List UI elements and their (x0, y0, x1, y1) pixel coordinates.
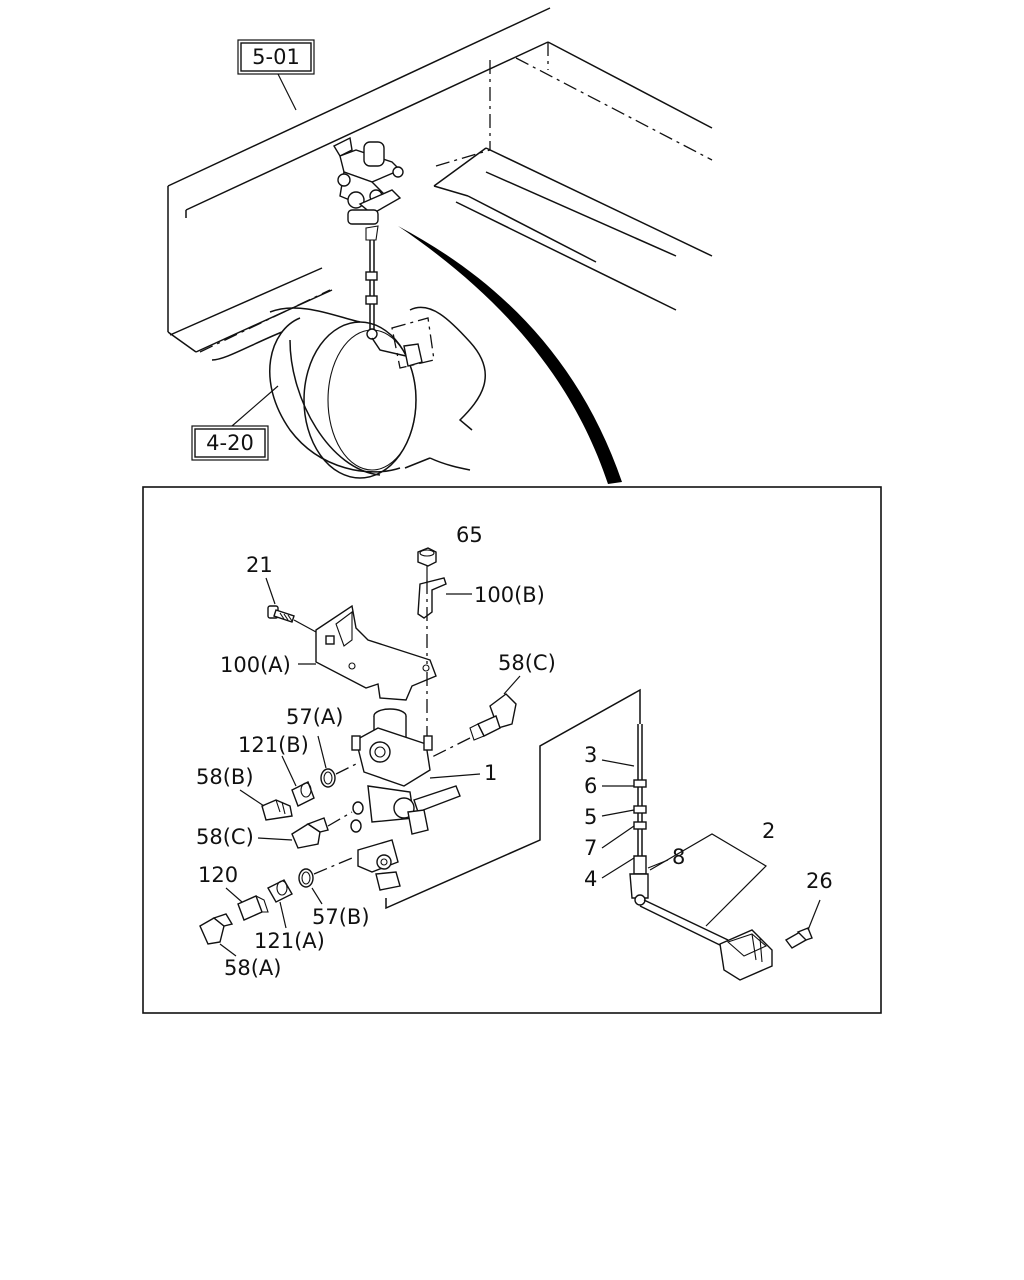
callout-57b: 57(B) (312, 905, 370, 929)
fitting-58b (239, 789, 293, 821)
valve-overview (333, 136, 423, 367)
callout-121a: 121(A) (254, 929, 325, 953)
bracket-100a (298, 604, 437, 701)
callout-58c-top: 58(C) (498, 651, 556, 675)
frame-reference: 5-01 (237, 39, 315, 111)
o-ring-57a (317, 735, 361, 788)
overview-illustration: 5-01 4-20 (167, 7, 713, 484)
load-sensing-valve-1 (351, 708, 481, 891)
callout-6: 6 (584, 774, 597, 798)
frame-reference-label: 5-01 (252, 45, 300, 69)
o-ring-small-b (350, 819, 362, 833)
axle-reference-label: 4-20 (206, 431, 254, 455)
fitting-121a (267, 879, 293, 929)
callout-26: 26 (806, 869, 833, 893)
callout-3: 3 (584, 743, 597, 767)
callout-2: 2 (762, 819, 775, 843)
callout-100b: 100(B) (474, 583, 545, 607)
callout-58a: 58(A) (224, 956, 281, 980)
detail-frame (142, 486, 882, 1014)
callout-100a: 100(A) (220, 653, 291, 677)
detail-pointer (398, 226, 622, 484)
bracket-100b (417, 577, 472, 619)
callout-57a: 57(A) (286, 705, 343, 729)
callout-58b: 58(B) (196, 765, 254, 789)
callout-121b: 121(B) (238, 733, 309, 757)
fitting-58c-top (429, 675, 521, 759)
callout-65: 65 (456, 523, 483, 547)
fitting-58a (199, 913, 237, 957)
callout-1: 1 (484, 761, 497, 785)
axle-reference: 4-20 (191, 385, 279, 461)
o-ring-57b (298, 857, 353, 905)
fitting-121b (281, 755, 315, 807)
leveling-linkage (385, 688, 773, 981)
detail-parts: 65 21 100(B) 100(A) 58(C) 57(A) 121(B) 1… (196, 523, 833, 981)
bolt-21 (265, 577, 317, 633)
callout-8: 8 (672, 845, 685, 869)
callout-4: 4 (584, 867, 597, 891)
fitting-58c-left (257, 811, 353, 849)
nut-65 (417, 547, 437, 580)
callout-58c-left: 58(C) (196, 825, 254, 849)
o-ring-small-a (352, 801, 364, 815)
callout-21: 21 (246, 553, 273, 577)
bolt-26 (784, 899, 821, 949)
callout-7: 7 (584, 836, 597, 860)
fitting-120 (225, 887, 269, 921)
callout-5: 5 (584, 805, 597, 829)
callout-120: 120 (198, 863, 238, 887)
